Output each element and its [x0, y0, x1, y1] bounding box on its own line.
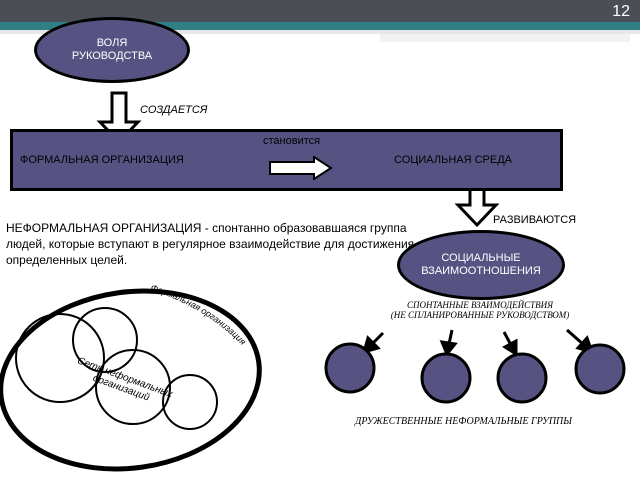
friendly-group-2	[420, 352, 472, 404]
node-social-relations: СОЦИАЛЬНЫЕ ВЗАИМООТНОШЕНИЯ	[397, 230, 565, 300]
label-spontaneous-interactions: СПОНТАННЫЕ ВЗАИМОДЕЙСТВИЯ (НЕ СПЛАНИРОВА…	[390, 300, 570, 320]
arrow-right-becomes	[269, 156, 333, 180]
slide-number: 12	[612, 3, 630, 20]
label-friendly-informal-groups: ДРУЖЕСТВЕННЫЕ НЕФОРМАЛЬНЫЕ ГРУППЫ	[355, 416, 572, 427]
label-social-environment: СОЦИАЛЬНАЯ СРЕДА	[394, 154, 513, 166]
header-stripe-right	[380, 34, 630, 42]
arrow-to-group-1	[361, 331, 385, 355]
label-develop: РАЗВИВАЮТСЯ	[493, 214, 577, 226]
arrow-to-group-3	[502, 331, 518, 357]
header-accent-bar	[0, 22, 640, 30]
label-formal-organization: ФОРМАЛЬНАЯ ОРГАНИЗАЦИЯ	[20, 154, 184, 166]
label-becomes: становится	[263, 135, 321, 147]
header-bar	[0, 0, 640, 22]
friendly-group-4	[574, 343, 626, 395]
formal-org-bar	[10, 129, 563, 191]
network-circle-3	[95, 349, 171, 425]
label-creates: СОЗДАЕТСЯ	[140, 104, 208, 116]
network-circle-4	[162, 374, 218, 430]
network-circle-1	[15, 313, 105, 403]
friendly-group-3	[496, 352, 548, 404]
arrow-to-group-2	[439, 329, 458, 357]
formal-organization-curved-label: Формальная организация	[149, 282, 248, 347]
header-stripe	[0, 30, 640, 34]
informal-organization-definition: НЕФОРМАЛЬНАЯ ОРГАНИЗАЦИЯ - спонтанно обр…	[6, 221, 415, 267]
formal-organization-ellipse	[0, 288, 262, 472]
network-circle-2	[72, 307, 138, 373]
friendly-group-1	[324, 342, 376, 394]
node-will-of-management: ВОЛЯ РУКОВОДСТВА	[34, 17, 190, 83]
